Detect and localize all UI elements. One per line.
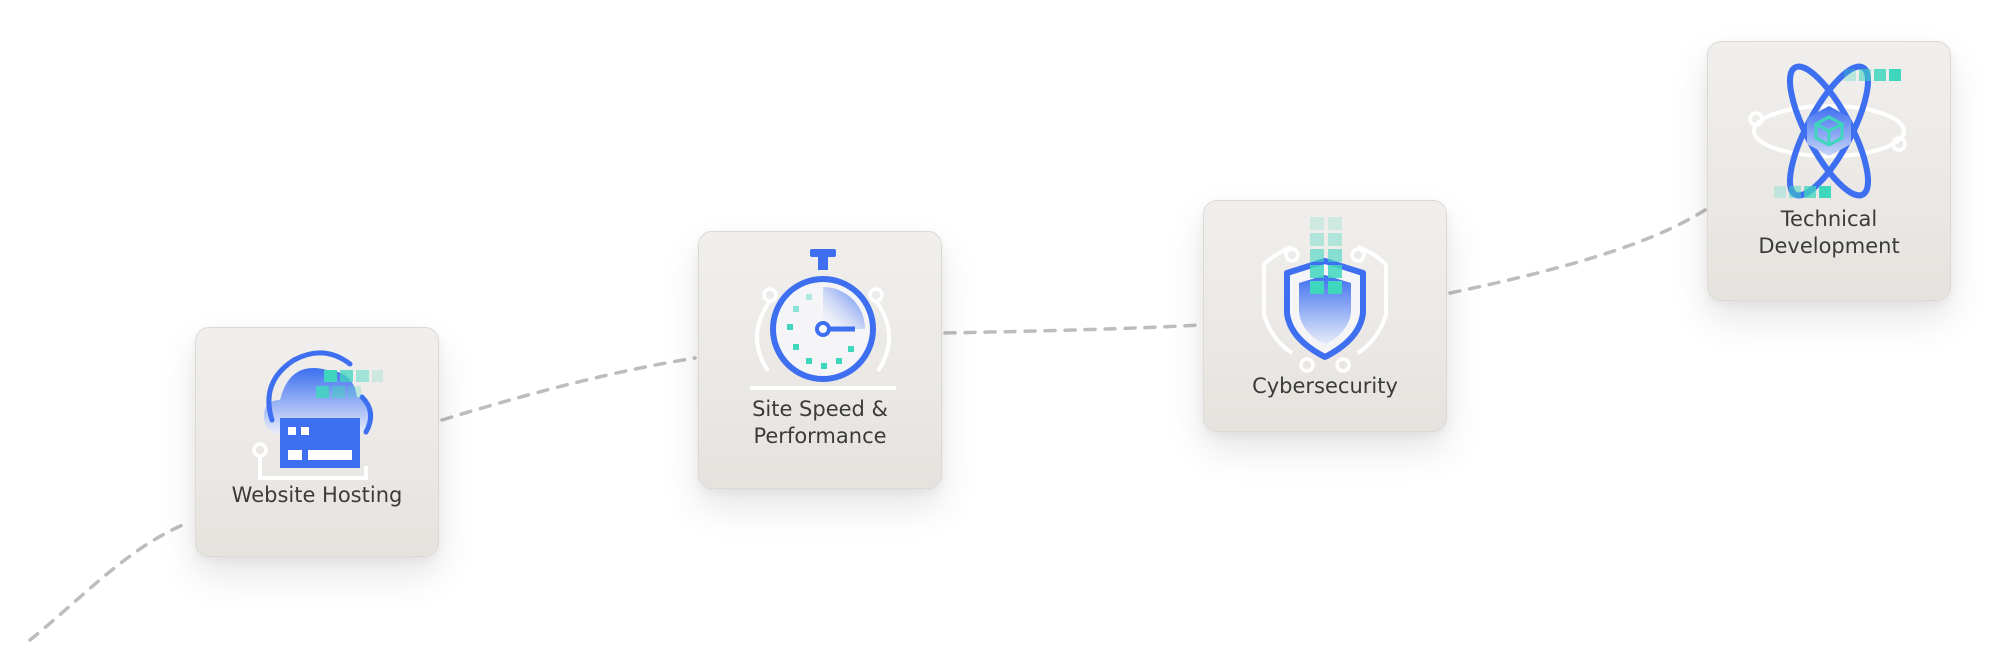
shield-icon [1262,217,1388,373]
atom-icon [1748,63,1907,199]
connector-segment-hosting-speed [440,356,697,422]
stopwatch-icon [750,249,896,390]
service-card-website-hosting[interactable]: Website Hosting [195,327,439,557]
connector-segment-speed-cyber [943,323,1202,335]
service-label: Cybersecurity [1252,374,1398,398]
service-card-cybersecurity[interactable]: Cybersecurity [1203,200,1447,432]
service-card-site-speed-performance[interactable]: Site Speed & Performance [698,231,942,489]
service-label: Technical Development [1758,207,1900,258]
connector-segment-cyber-dev [1448,208,1707,295]
service-label: Site Speed & Performance [752,397,888,448]
service-label: Website Hosting [231,483,403,507]
service-card-technical-development[interactable]: Technical Development [1707,41,1951,301]
connector-segment-start [28,520,192,642]
cloud-server-icon [252,350,383,480]
